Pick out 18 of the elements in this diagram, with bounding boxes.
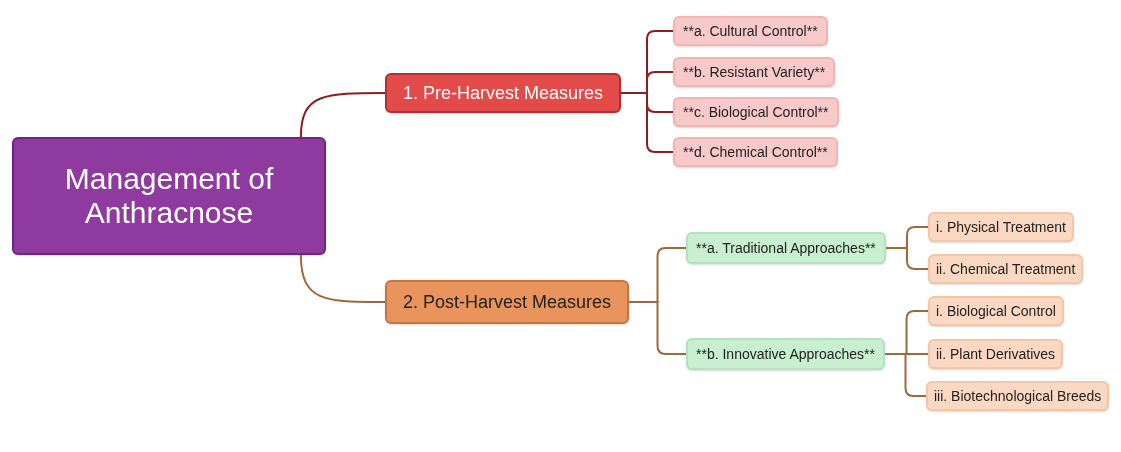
subtopic: **b. Resistant Variety** [673,57,836,87]
subtopic: **c. Biological Control** [673,97,839,127]
main-topic: 2. Post-Harvest Measures [385,280,630,324]
subtopic: **b. Innovative Approaches** [686,338,885,370]
connector-line [885,247,929,270]
subtopic: **a. Cultural Control** [673,16,828,46]
central-topic: Management of Anthracnose [12,137,326,255]
subtopic: **d. Chemical Control** [673,137,838,167]
subtopic: ii. Chemical Treatment [928,254,1084,284]
subtopic: i. Physical Treatment [928,212,1074,242]
subtopic: iii. Biotechnological Breeds [926,381,1110,411]
connector-line [299,254,386,303]
subtopic: **a. Traditional Approaches** [686,232,886,264]
main-topic: 1. Pre-Harvest Measures [385,73,622,113]
subtopic: ii. Plant Derivatives [928,339,1064,369]
connector-line [299,92,386,138]
subtopic: i. Biological Control [928,296,1064,326]
connector-line [884,353,927,397]
